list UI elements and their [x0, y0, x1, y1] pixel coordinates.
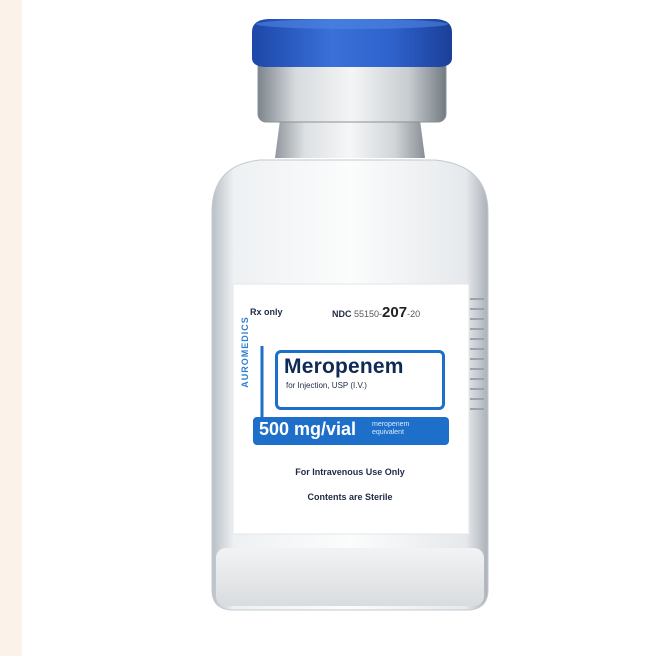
strength-note: meropenem equivalent	[372, 421, 410, 436]
sterile-contents-text: Contents are Sterile	[307, 492, 393, 502]
vial-neck	[275, 120, 425, 158]
ndc-number: NDC 55150-207-20	[332, 304, 420, 321]
blue-cap	[252, 19, 452, 67]
strength-bar	[253, 417, 449, 445]
ndc-product-code: 207	[382, 304, 408, 321]
metal-crimp	[257, 59, 447, 123]
strength-text: 500 mg/vial	[259, 419, 357, 439]
rx-only-text: Rx only	[250, 307, 283, 317]
drug-name: Meropenem	[284, 355, 404, 378]
powder-fill	[216, 548, 484, 606]
drug-name-box	[275, 350, 445, 410]
drug-subtitle: for Injection, USP (I.V.)	[286, 381, 367, 390]
ndc-package-code: -20	[407, 309, 421, 319]
ndc-code: 55150-	[354, 309, 383, 319]
brand-vertical-text: AUROMEDICS	[240, 316, 250, 388]
side-fine-print	[470, 298, 484, 410]
ndc-prefix: NDC	[332, 309, 352, 319]
left-background-strip	[0, 0, 22, 656]
intravenous-use-text: For Intravenous Use Only	[295, 467, 405, 477]
